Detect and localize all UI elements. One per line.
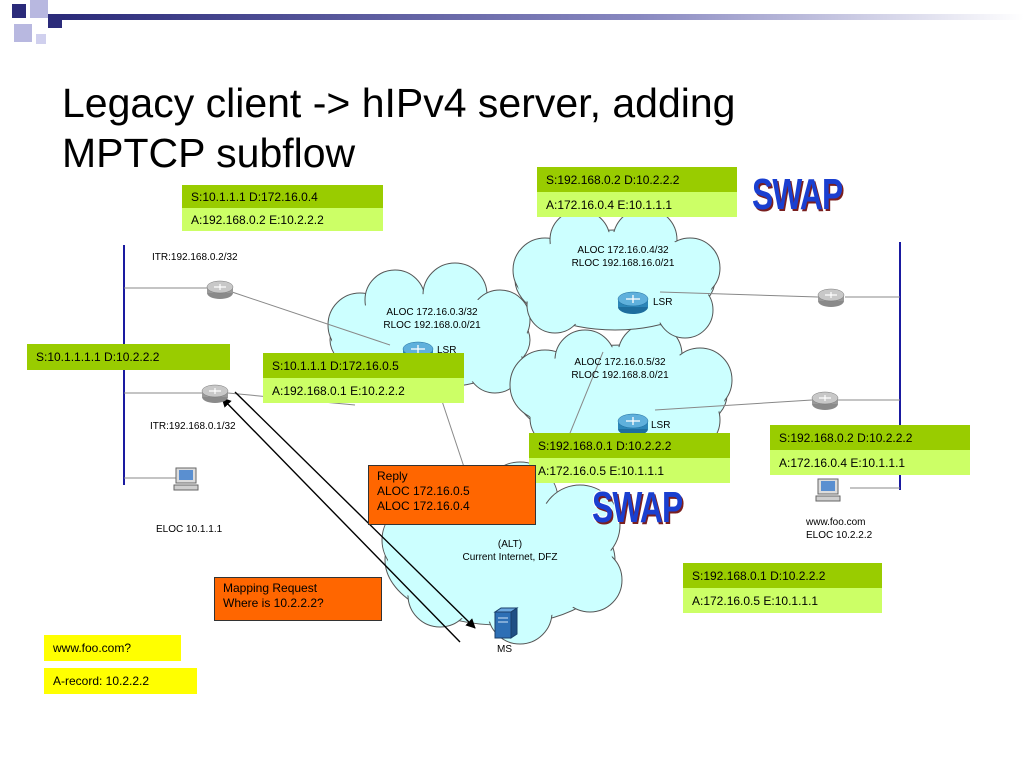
deco-square-2 (30, 0, 48, 18)
deco-square-4 (14, 24, 32, 42)
cloud-aloc: ALOC 172.16.0.3/32 (386, 307, 478, 318)
deco-square-5 (36, 34, 46, 44)
router-icon (201, 384, 229, 403)
swap-wordart-top: SWAP (752, 170, 843, 219)
cloud-mid-right (509, 322, 733, 451)
router-icon (206, 280, 234, 299)
packet-box-bottom-right-a: A:172.16.0.5 E:10.1.1.1 (683, 588, 882, 613)
cloud-alt-label: (ALT) Current Internet, DFZ (440, 538, 580, 564)
packet-box-top-right-a: A:172.16.0.4 E:10.1.1.1 (537, 192, 737, 217)
packet-box-mid-s: S:10.1.1.1 D:172.16.0.5 (263, 353, 464, 378)
map-server-icon (493, 607, 519, 639)
alt-label: (ALT) (497, 539, 523, 550)
packet-box-top-left-a: A:192.168.0.2 E:10.2.2.2 (182, 208, 383, 231)
reply-title: Reply (377, 469, 408, 483)
router-icon (817, 288, 845, 307)
swap-wordart-bottom: SWAP (592, 483, 683, 532)
ms-label: MS (497, 644, 512, 655)
reply-box: Reply ALOC 172.16.0.5 ALOC 172.16.0.4 (368, 465, 536, 525)
packet-box-center-a: A:172.16.0.5 E:10.1.1.1 (529, 458, 730, 483)
mapping-request-box: Mapping Request Where is 10.2.2.2? (214, 577, 382, 621)
packet-box-mid-a: A:192.168.0.1 E:10.2.2.2 (263, 378, 464, 403)
alt-desc: Current Internet, DFZ (462, 552, 558, 563)
cloud-aloc: ALOC 172.16.0.5/32 (574, 357, 666, 368)
slide-title: Legacy client -> hIPv4 server, adding MP… (62, 78, 862, 178)
mapping-request-query: Where is 10.2.2.2? (223, 596, 324, 610)
lsr-label: LSR (653, 297, 673, 308)
cloud-top-right (512, 207, 721, 339)
server-label: www.foo.com ELOC 10.2.2.2 (806, 516, 872, 542)
cloud-aloc: ALOC 172.16.0.4/32 (577, 245, 669, 256)
lsr-label: LSR (437, 345, 457, 356)
packet-box-right-s: S:192.168.0.2 D:10.2.2.2 (770, 425, 970, 450)
packet-box-top-left-s: S:10.1.1.1 D:172.16.0.4 (182, 185, 383, 208)
cloud-top-right-label: ALOC 172.16.0.4/32 RLOC 192.168.16.0/21 (555, 244, 691, 270)
cloud-rloc: RLOC 192.168.16.0/21 (571, 258, 675, 269)
lsr-label: LSR (651, 420, 671, 431)
cloud-mid-right-label: ALOC 172.16.0.5/32 RLOC 192.168.8.0/21 (552, 356, 688, 382)
packet-box-bottom-right-s: S:192.168.0.1 D:10.2.2.2 (683, 563, 882, 588)
packet-box-client: S:10.1.1.1.1 D:10.2.2.2 (27, 344, 230, 370)
slide-title-line2: MPTCP subflow (62, 130, 356, 176)
router-icon (811, 391, 839, 410)
packet-box-right-a: A:172.16.0.4 E:10.1.1.1 (770, 450, 970, 475)
itr-top-label: ITR:192.168.0.2/32 (152, 252, 238, 263)
map-request-arrow (234, 391, 476, 629)
map-reply-arrow (221, 397, 461, 643)
computer-icon (173, 467, 199, 491)
cloud-rloc: RLOC 192.168.8.0/21 (571, 370, 669, 381)
header-bar (62, 14, 1024, 20)
reply-aloc-1: ALOC 172.16.0.5 (377, 484, 470, 498)
cloud-rloc: RLOC 192.168.0.0/21 (383, 320, 481, 331)
lsr-router-icon (617, 413, 649, 436)
deco-square-1 (12, 4, 26, 18)
eloc-left-label: ELOC 10.1.1.1 (156, 524, 223, 535)
server-name: www.foo.com (806, 517, 866, 528)
dns-answer-box: A-record: 10.2.2.2 (44, 668, 197, 694)
packet-box-center-s: S:192.168.0.1 D:10.2.2.2 (529, 433, 730, 458)
cloud-mid-left-label: ALOC 172.16.0.3/32 RLOC 192.168.0.0/21 (364, 306, 500, 332)
lsr-router-icon (617, 291, 649, 314)
mapping-request-title: Mapping Request (223, 581, 318, 595)
slide-title-line1: Legacy client -> hIPv4 server, adding (62, 80, 736, 126)
deco-square-3 (48, 14, 62, 28)
server-eloc: ELOC 10.2.2.2 (806, 530, 873, 541)
packet-box-top-right-s: S:192.168.0.2 D:10.2.2.2 (537, 167, 737, 192)
reply-aloc-2: ALOC 172.16.0.4 (377, 499, 470, 513)
computer-icon (815, 478, 841, 502)
dns-query-box: www.foo.com? (44, 635, 181, 661)
itr-bottom-label: ITR:192.168.0.1/32 (150, 421, 236, 432)
